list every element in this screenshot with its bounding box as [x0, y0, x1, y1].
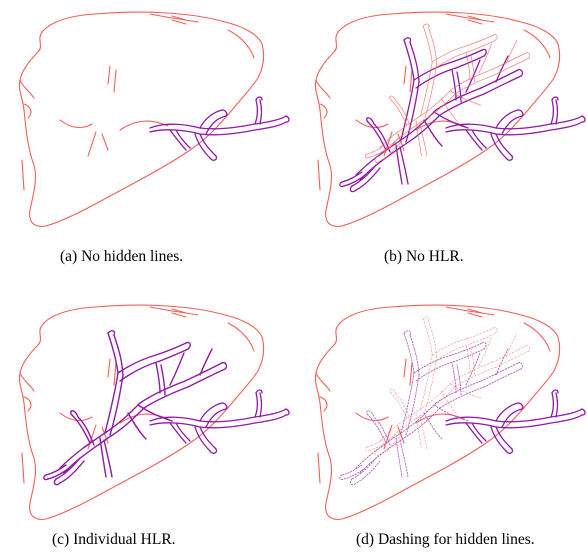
vessel-tree [43, 330, 228, 486]
vessel-trunk [149, 96, 290, 161]
liver-outline [314, 304, 561, 520]
panel-no-hidden-lines [0, 0, 290, 240]
caption-c: (c) Individual HLR. [52, 531, 176, 548]
liver-outline [18, 304, 265, 520]
vessel-tree-dashed [339, 330, 523, 486]
liver-interior-lines [364, 23, 531, 163]
caption-a: (a) No hidden lines. [60, 248, 184, 265]
caption-d: (d) Dashing for hidden lines. [356, 531, 535, 548]
liver-rendering-b [314, 11, 586, 227]
liver-rendering-a [18, 11, 290, 227]
panel-no-hlr [296, 0, 586, 240]
liver-rendering-c [18, 304, 290, 520]
vessel-trunk [445, 96, 586, 161]
vessel-trunk [445, 389, 586, 454]
caption-b: (b) No HLR. [384, 248, 464, 265]
liver-rendering-d [314, 304, 586, 520]
liver-outline [314, 11, 561, 227]
panel-dashing-hidden-lines [296, 293, 586, 533]
liver-outline [18, 11, 265, 227]
panel-individual-hlr [0, 293, 290, 533]
vessel-trunk [149, 389, 290, 454]
liver-interior-dashed [364, 316, 531, 456]
